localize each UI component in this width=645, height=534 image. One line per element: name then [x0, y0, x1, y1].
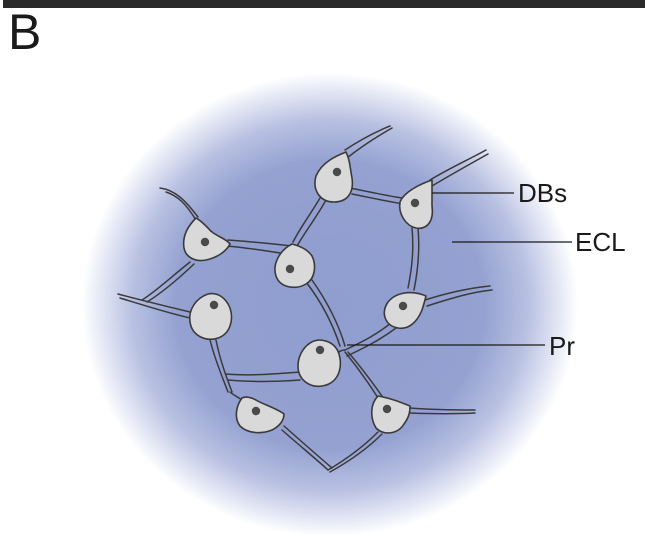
nucleus-top-left	[201, 238, 209, 246]
nucleus-bottom-left	[252, 407, 260, 415]
nucleus-bottom-right	[383, 405, 391, 413]
nucleus-right-middle	[399, 302, 407, 310]
nucleus-center	[286, 265, 294, 273]
nucleus-top-middle	[333, 168, 341, 176]
nucleus-lower-center	[316, 346, 324, 354]
label-dbs: DBs	[518, 178, 567, 208]
nucleus-dbs	[411, 199, 419, 207]
label-pr: Pr	[549, 331, 575, 361]
nucleus-left-middle	[210, 301, 218, 309]
label-ecl: ECL	[575, 227, 626, 257]
